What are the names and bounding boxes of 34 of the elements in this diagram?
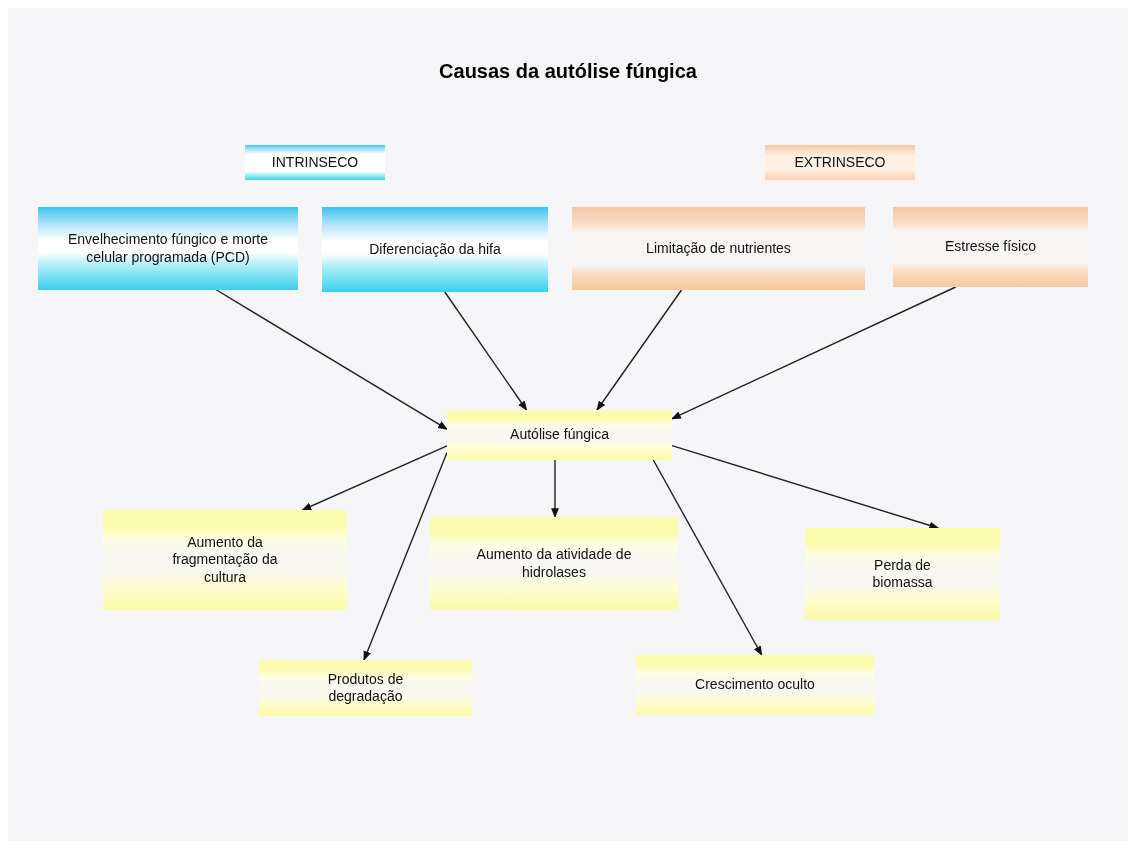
box-text: Autólise fúngica	[510, 426, 609, 444]
process-box	[430, 517, 678, 610]
arrow	[301, 445, 448, 511]
category-header	[765, 145, 915, 180]
box-text: EXTRINSECO	[794, 153, 886, 172]
process-box	[893, 207, 1088, 287]
category-header	[245, 145, 385, 180]
process-box	[103, 510, 347, 610]
arrow	[671, 444, 940, 530]
central-box	[447, 410, 672, 460]
box-text: Estresse físico	[945, 238, 1036, 256]
box-text: Aumento da atividade de hidrolases	[475, 546, 633, 581]
box-text: Aumento da fragmentação da cultura	[171, 533, 279, 587]
process-box	[805, 528, 1000, 620]
box-text: Perda de biomassa	[871, 556, 934, 592]
process-box	[38, 207, 298, 290]
arrow	[363, 451, 448, 661]
process-box	[322, 207, 548, 292]
process-box	[636, 655, 874, 715]
diagram-title: Causas da autólise fúngica	[438, 60, 698, 83]
arrow	[596, 289, 683, 411]
arrow	[444, 291, 528, 411]
box-text: Limitação de nutrientes	[646, 239, 791, 258]
process-box	[572, 207, 865, 290]
box-text: Crescimento oculto	[695, 676, 815, 694]
arrow	[671, 286, 957, 420]
box-text: Diferenciação da hifa	[369, 240, 501, 259]
box-text: Envelhecimento fúngico e morte celular programada (PCD)	[67, 231, 269, 266]
process-box	[259, 660, 472, 716]
box-text: INTRINSECO	[271, 153, 359, 172]
arrow	[215, 289, 448, 430]
arrow	[652, 459, 763, 656]
arrow	[551, 459, 559, 518]
box-text: Produtos de degradação	[326, 670, 405, 706]
